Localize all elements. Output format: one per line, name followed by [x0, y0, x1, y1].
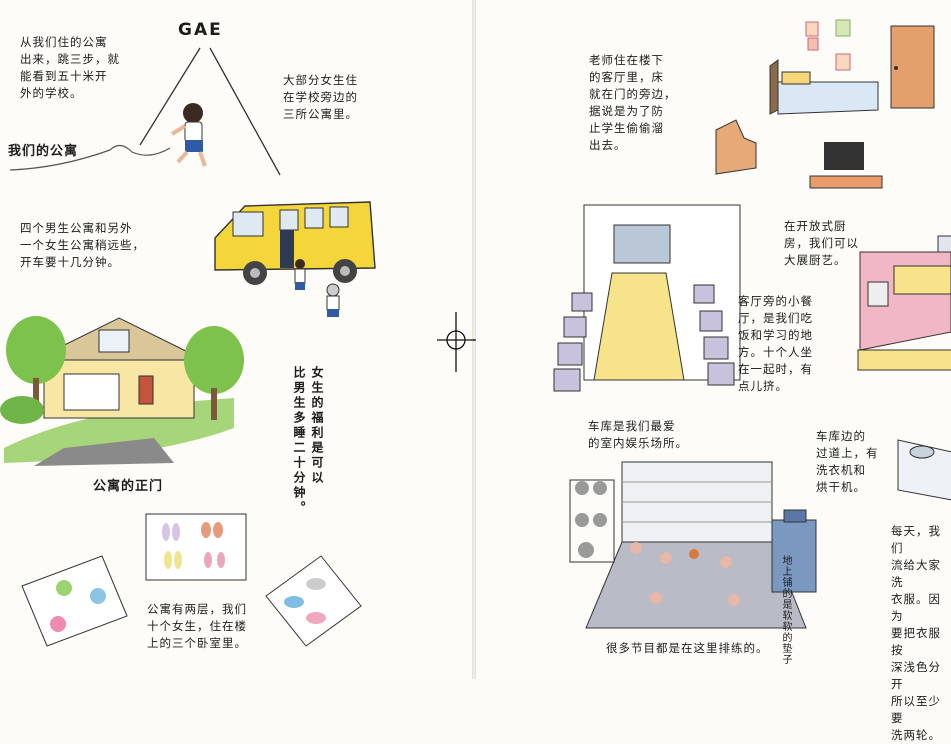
- bedroom-illustration: [715, 19, 935, 189]
- left-page: GAE 从我们住的公寓 出来，跳三步，就 能看到五十米开 外的学校。 大部分女生…: [0, 0, 472, 679]
- hats-card-illustration: [265, 555, 362, 647]
- mat-label-vertical: 地上铺的是软软的垫子: [780, 555, 791, 665]
- our-apartment-label: 我们的公寓: [8, 144, 79, 159]
- kid-figure-2: [326, 283, 340, 317]
- school-bus-illustration: [214, 201, 376, 317]
- path-diagram: [9, 47, 281, 176]
- house-illustration: [0, 316, 244, 466]
- kid-figure-1: [294, 259, 306, 290]
- dining-room-text: 客厅旁的小餐 厅，是我们吃 饭和学习的地 方。十个人坐 在一起时，有 点儿挤。: [738, 294, 813, 393]
- apartment-intro-text: 从我们住的公寓 出来，跳三步，就 能看到五十米开 外的学校。: [20, 35, 120, 100]
- front-door-label: 公寓的正门: [93, 479, 164, 494]
- dining-room-illustration: [553, 204, 741, 392]
- rehearsal-text: 很多节目都是在这里排练的。: [606, 641, 769, 655]
- garage-illustration: [569, 461, 817, 629]
- kitchen-illustration: [857, 235, 951, 371]
- mugs-card-illustration: [21, 555, 128, 647]
- teacher-room-text: 老师住在楼下 的客厅里，床 就在门的旁边， 据说是为了防 止学生偷偷溜 出去。: [589, 53, 677, 152]
- right-page: 老师住在楼下 的客厅里，床 就在门的旁边， 据说是为了防 止学生偷偷溜 出去。 …: [476, 0, 951, 742]
- garage-favorite-text: 车库是我们最爱 的室内娱乐场所。: [588, 419, 688, 450]
- washer-dryer-illustration: [897, 439, 951, 501]
- shoe-card-illustration: [145, 513, 247, 581]
- running-girl-illustration: [170, 103, 207, 167]
- open-kitchen-text: 在开放式厨 房，我们可以 大展厨艺。: [784, 219, 859, 267]
- gae-label: GAE: [178, 20, 223, 40]
- laundry-text: 车库边的 过道上，有 洗衣机和 烘干机。: [816, 429, 879, 494]
- boys-transport-text: 四个男生公寓和另外 一个女生公寓稍远些， 开车要十几分钟。: [20, 221, 145, 269]
- rooms-note-text: 公寓有两层，我们 十个女生，住在楼 上的三个卧室里。: [147, 602, 247, 650]
- girls-apartment-text: 大部分女生住 在学校旁边的 三所公寓里。: [283, 73, 358, 121]
- girls-benefit-vertical-text: 女生的福利是可以 比男生多睡二十分钟。: [292, 366, 324, 516]
- daily-wash-text: 每天，我们 流给大家洗 衣服。因为 要把衣服按 深浅色分开 所以至少要 洗两轮。: [891, 524, 941, 742]
